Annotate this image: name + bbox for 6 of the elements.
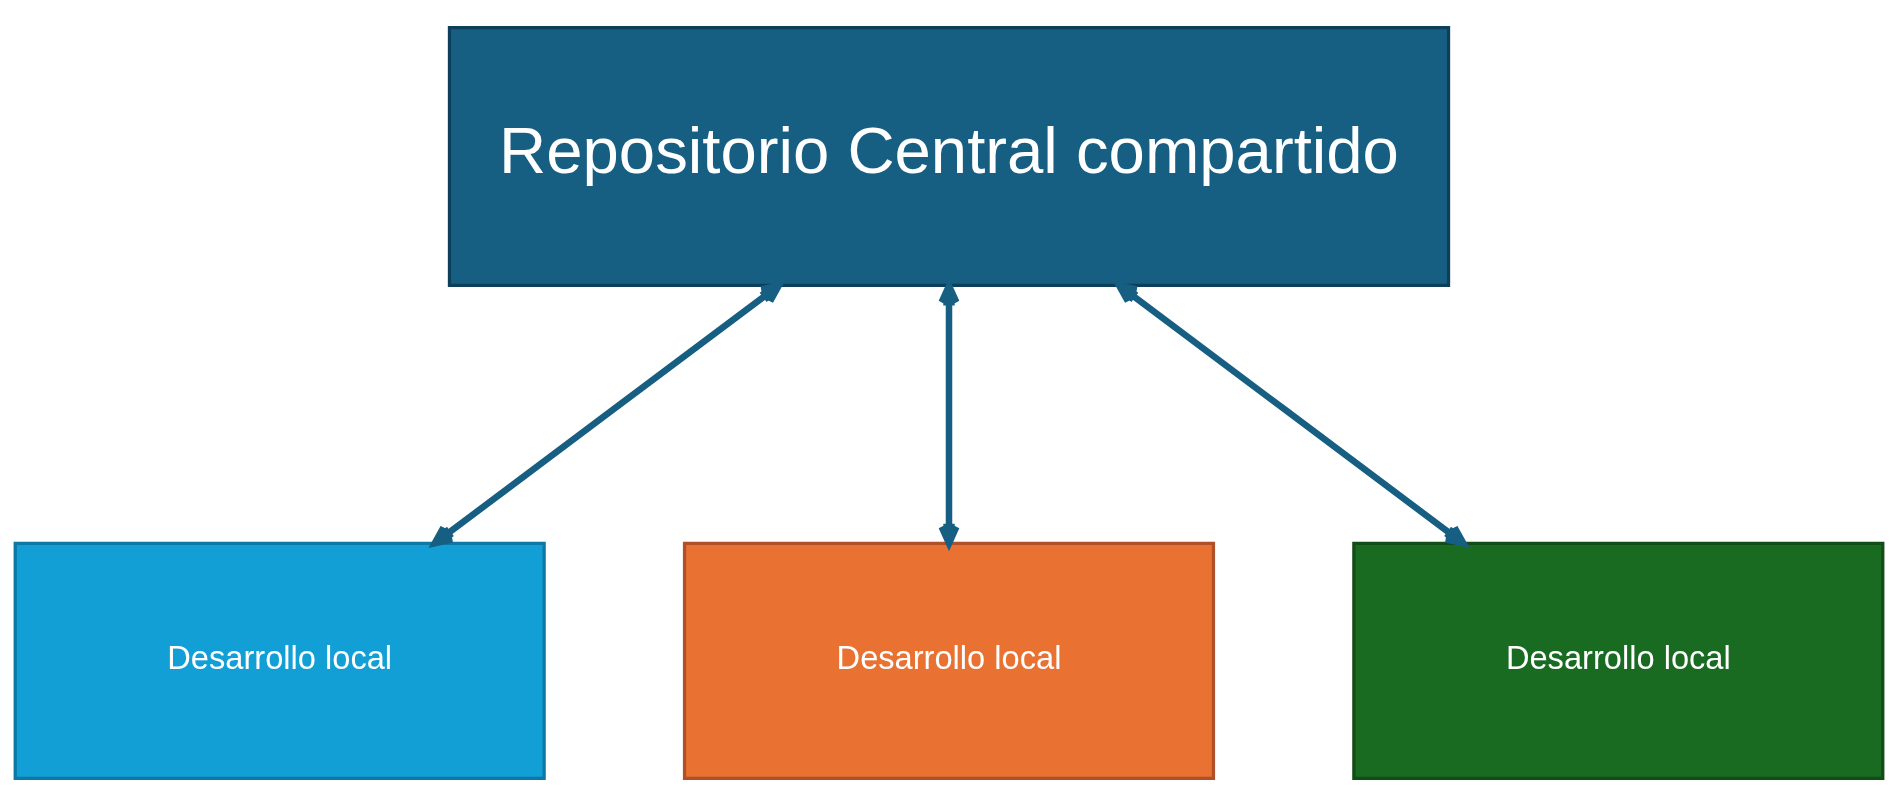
node-box: Desarrollo local <box>682 541 1216 781</box>
arrow <box>431 282 783 547</box>
node-box: Desarrollo local <box>1352 541 1885 781</box>
arrow <box>1115 282 1467 547</box>
node-box: Desarrollo local <box>13 541 546 781</box>
node-box: Repositorio Central compartido <box>447 25 1451 288</box>
